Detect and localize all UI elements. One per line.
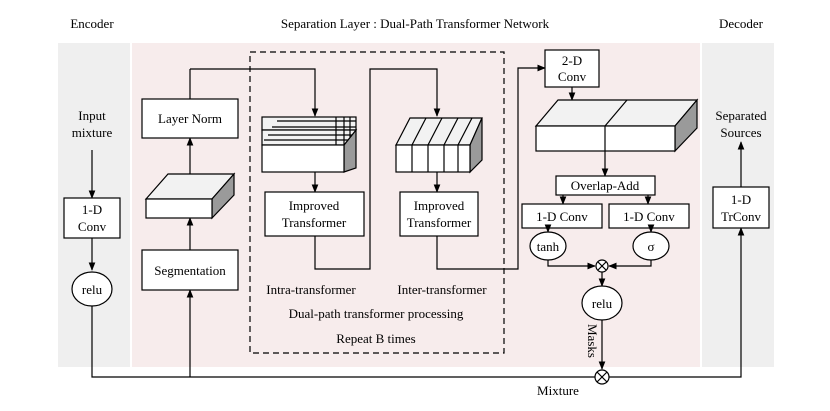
decoder-trconv-box: [712, 186, 770, 229]
encoder-relu-label: relu: [82, 282, 103, 297]
inter-transformer-label-line1: Improved: [414, 198, 465, 213]
conv1d-left-box: [521, 203, 603, 229]
conv2d-output-3d: [534, 98, 699, 153]
overlap-add-box: [555, 175, 656, 196]
gate-multiply-icon: [595, 259, 609, 273]
arrow-sigma-to-multiply: [608, 260, 652, 270]
repeat-frame: [249, 51, 505, 354]
inter-transformer-box: [399, 191, 479, 237]
intra-transformer-label-line1: Improved: [289, 198, 340, 213]
conv2d-label-line1: 2-D: [562, 53, 582, 68]
overlap-add-label: Overlap-Add: [571, 178, 640, 193]
intra-chunk-block: [261, 116, 358, 173]
mixture-line-left: [91, 306, 595, 378]
sigma-label: σ: [647, 239, 654, 254]
repeat-caption: Repeat B times: [336, 331, 415, 346]
input-mixture-label-line2: mixture: [72, 125, 113, 140]
inter-transformer-caption: Inter-transformer: [397, 282, 487, 297]
intra-transformer-caption: Intra-transformer: [266, 282, 356, 297]
dual-path-caption: Dual-path transformer processing: [289, 306, 464, 321]
decoder-trconv-label-line1: 1-D: [731, 192, 751, 207]
intra-transformer-label-line2: Transformer: [282, 215, 347, 230]
encoder-conv-label-line2: Conv: [78, 219, 107, 234]
conv1d-right-label: 1-D Conv: [623, 209, 675, 224]
encoder-conv-label-line1: 1-D: [82, 202, 102, 217]
layer-norm-label: Layer Norm: [158, 111, 222, 126]
separated-sources-label-line2: Sources: [720, 125, 761, 140]
line-intra-to-inter: [314, 68, 441, 270]
encoder-title: Encoder: [70, 16, 114, 31]
mixture-line-right: [609, 227, 745, 378]
segmentation-box: [141, 249, 239, 291]
line-inter-to-conv2d: [436, 64, 546, 270]
encoder-conv-box: [63, 197, 121, 239]
conv1d-left-label: 1-D Conv: [536, 209, 588, 224]
conv1d-right-box: [608, 203, 690, 229]
input-mixture-label-line1: Input: [78, 108, 106, 123]
layer-norm-box: [141, 98, 239, 139]
separated-sources-label-line1: Separated: [715, 108, 767, 123]
mixture-label: Mixture: [537, 383, 579, 398]
inter-chunk-block: [395, 117, 483, 174]
arrow-tanh-to-multiply: [547, 260, 596, 270]
inter-transformer-label-line2: Transformer: [407, 215, 472, 230]
conv2d-label-line2: Conv: [558, 69, 587, 84]
segmented-tensor-3d: [144, 172, 236, 220]
segmentation-label: Segmentation: [154, 263, 226, 278]
arrow-to-intra-block: [190, 68, 319, 117]
decoder-trconv-label-line2: TrConv: [721, 209, 761, 224]
conv2d-box: [544, 49, 600, 88]
mask-multiply-icon: [594, 369, 610, 385]
mask-relu-label: relu: [592, 296, 613, 311]
decoder-title: Decoder: [719, 16, 764, 31]
intra-transformer-box: [264, 191, 365, 237]
tanh-label: tanh: [537, 239, 560, 254]
separation-title: Separation Layer : Dual-Path Transformer…: [281, 16, 550, 31]
masks-label: Masks: [585, 324, 600, 358]
